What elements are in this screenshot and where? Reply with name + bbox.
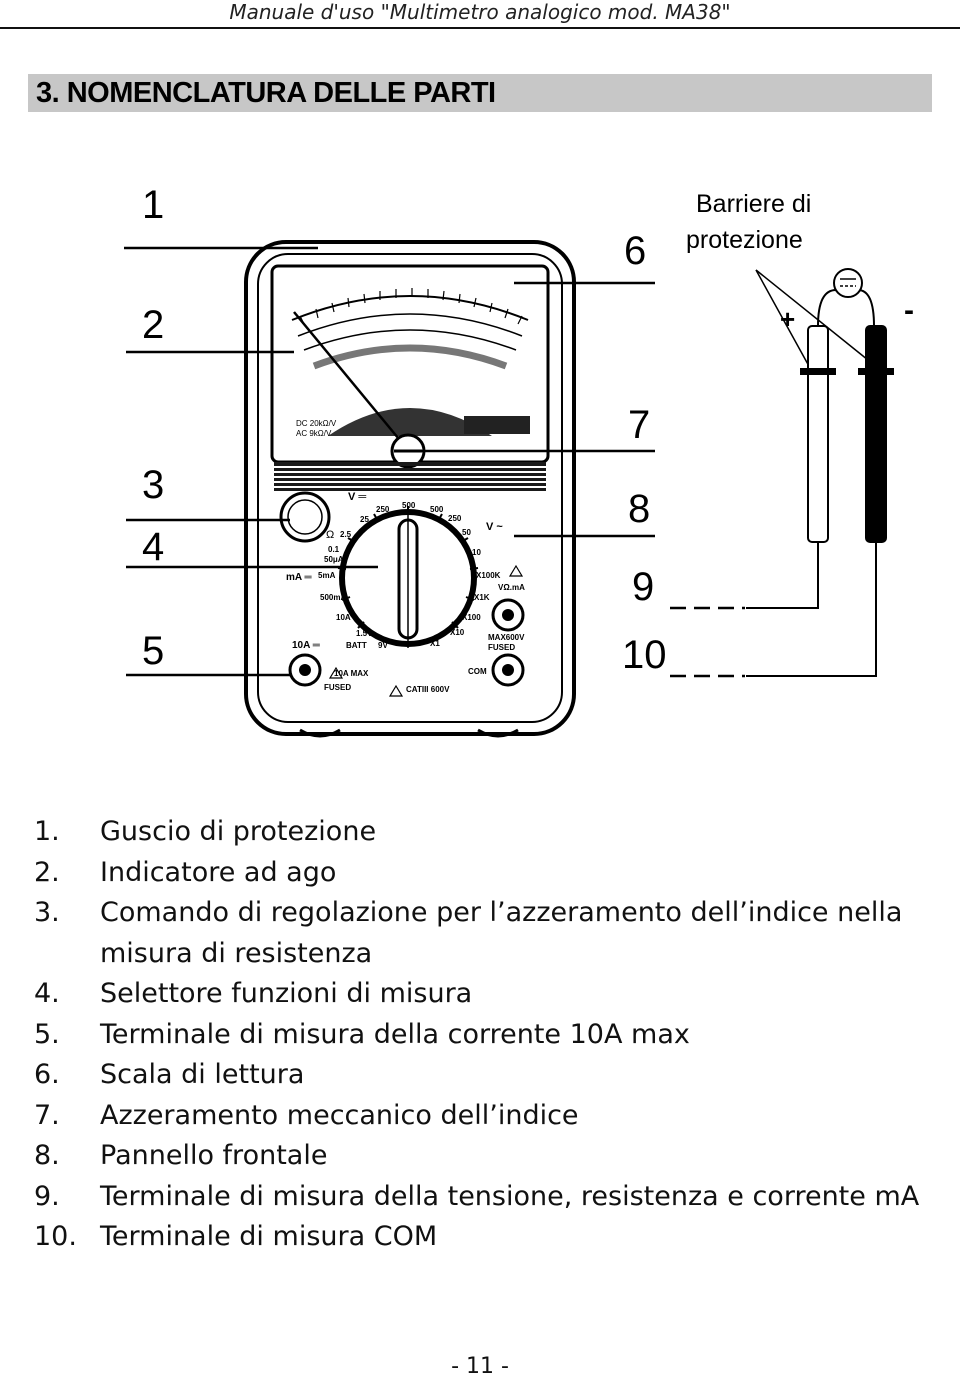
list-item: 1.Guscio di protezione [34,816,377,847]
shell-inner [257,253,563,723]
probe-negative [865,325,887,543]
svg-text:VΩ.mA: VΩ.mA [498,583,525,592]
list-item: 5.Terminale di misura della corrente 10A… [34,1018,690,1050]
section-title: 3. NOMENCLATURA DELLE PARTI [36,77,496,109]
ohm-adjust-label: Ω [326,529,334,541]
callout-1: 1 [142,183,164,227]
parts-list: 1.Guscio di protezione 2.Indicatore ad a… [34,812,934,1258]
list-item: 8.Pannello frontale [34,1140,328,1171]
spec-left-1: DC 20kΩ/V [296,419,337,428]
cable-negative [746,542,877,677]
svg-text:500: 500 [402,501,416,510]
list-item: 7.Azzeramento meccanico dell’indice [34,1099,579,1131]
svg-text:X1K: X1K [474,593,490,602]
svg-text:10A: 10A [336,613,351,622]
svg-text:10A ═: 10A ═ [292,640,321,651]
cable-positive [746,542,819,609]
label-v-ac: V ~ [486,521,503,533]
svg-text:FUSED: FUSED [324,683,351,692]
svg-text:25: 25 [360,515,369,524]
panel-grill [274,462,546,491]
svg-text:50μA: 50μA [324,555,344,564]
list-item: 3.Comando di regolazione per l’azzeramen… [34,897,903,969]
list-item: 6.Scala di lettura [34,1059,305,1090]
needle [293,311,409,451]
svg-text:BATT: BATT [346,641,367,650]
section-heading-bar: 3. NOMENCLATURA DELLE PARTI [28,74,932,112]
svg-text:9V: 9V [378,641,388,650]
svg-text:10: 10 [472,548,481,557]
page-number: - 11 - [451,1354,509,1379]
callout-10: 10 [622,633,667,677]
barrier-label-2: protezione [686,226,803,254]
callout-7: 7 [628,403,650,447]
meter-symbol [833,268,863,298]
svg-text:500: 500 [430,505,444,514]
svg-text:CATIII 600V: CATIII 600V [406,685,450,694]
callout-4: 4 [142,525,164,569]
barrier-label-1: Barriere di [696,190,811,218]
callout-2: 2 [142,303,164,347]
list-item: 10.Terminale di misura COM [34,1221,438,1252]
svg-text:250: 250 [448,514,462,523]
svg-text:250: 250 [376,505,390,514]
callout-3: 3 [142,463,164,507]
svg-text:X1: X1 [430,639,440,648]
scale-arc-1 [291,295,529,321]
svg-text:10A MAX: 10A MAX [334,669,369,678]
callout-8: 8 [628,487,650,531]
label-ma-dc: mA ═ [286,572,313,583]
svg-text:MAX600V: MAX600V [488,633,525,642]
header-divider [0,27,960,29]
plus-sign: + [780,304,795,334]
label-v-dc: V ═ [348,491,366,503]
callout-6: 6 [624,229,646,273]
page-header: Manuale d'uso "Multimetro analogico mod.… [229,0,731,24]
list-item: 4.Selettore funzioni di misura [34,978,473,1009]
list-item: 9.Terminale di misura della tensione, re… [34,1180,920,1212]
svg-text:X100: X100 [462,613,481,622]
svg-text:COM: COM [468,667,487,676]
svg-text:2.5: 2.5 [340,530,352,539]
callout-9: 9 [632,565,654,609]
svg-text:5mA: 5mA [318,571,336,580]
svg-text:500mA: 500mA [320,593,346,602]
svg-text:50: 50 [462,528,471,537]
spec-left-2: AC 9kΩ/V [296,429,332,438]
minus-sign: - [904,294,914,327]
multimeter-diagram: DC 20kΩ/V AC 9kΩ/V Ω [0,160,960,760]
test-probes: + - [746,268,914,677]
svg-text:X100K: X100K [476,571,501,580]
meter-dome [328,408,492,436]
svg-text:FUSED: FUSED [488,643,515,652]
list-item: 2.Indicatore ad ago [34,856,337,888]
svg-text:1.5V: 1.5V [356,629,373,638]
callout-5: 5 [142,629,164,673]
svg-text:X10: X10 [450,628,465,637]
probe-positive [807,325,829,543]
svg-text:0.1: 0.1 [328,545,340,554]
